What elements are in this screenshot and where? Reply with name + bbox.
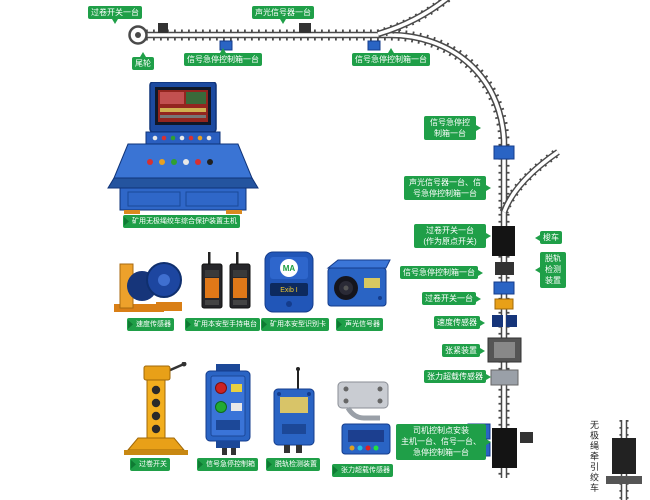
tension-sensor-controller [341,423,391,455]
ex-marking-text: Exib I [280,287,298,294]
track-label-tension-sensor: 张力超载传感器 [424,370,491,384]
console-monitor [149,82,217,133]
top-branch-track [376,0,453,39]
main-track [146,29,510,478]
handheld-radio-photo [196,250,258,316]
track-label-estop-mid: 信号急停控制箱一台 [352,47,430,67]
driver-point-main-unit [492,428,517,468]
ma-logo-icon: MA [283,264,296,273]
product-label-estop-box: 信号急停控制箱 [197,458,258,471]
tension-sensor-body [337,381,389,421]
track-label-estop-right2: 信号急停控制箱一台 [400,266,483,280]
product-label-main-console: 矿用无极绳绞车综合保护装置主机 [123,215,240,228]
main-console-photo [100,82,265,214]
signal-device-photo [320,250,396,316]
overwind-switch-symbol [158,23,168,33]
winch-side-label: 无极绳牵引绞车 [589,420,599,494]
id-card-photo: MA Exib I [260,250,318,316]
product-label-overwind-switch: 过卷开关 [130,458,170,471]
driver-point-box [520,432,533,443]
estop-box-symbol [219,40,233,51]
product-label-derail-detector: 脱轨检测装置 [266,458,320,471]
derail-detector-photo [262,366,324,456]
product-label-tension-sensor: 张力超载传感器 [332,464,393,477]
radio-right [229,252,251,309]
speed-sensor-symbol [506,315,517,327]
product-label-signal-device: 声光信号器 [336,318,383,331]
derail-detector-symbol [495,262,514,275]
right-branch-track [499,148,561,214]
track-label-estop-left: 信号急停控制箱一台 [184,47,262,67]
signal-device-symbol [299,23,311,33]
winch-base [606,476,642,484]
top-track-devices [158,23,381,51]
product-label-speed-sensor: 速度传感器 [127,318,174,331]
tension-sensor-symbol [490,369,519,386]
console-cabinet [119,187,247,214]
track-label-signal-top: 声光信号器一台 [252,6,314,25]
product-label-handheld-radio: 矿用本安型手持电台 [185,318,260,331]
track-label-overwind-origin: 过卷开关一台 (作为原点开关) [414,224,491,249]
track-label-tail-wheel: 尾轮 [132,51,154,71]
track-label-estop-right1: 信号急停控制箱一台 [424,116,481,141]
track-label-driver-point: 司机控制点安装 主机一台、信号一台、 急停控制箱一台 [396,424,491,460]
speed-sensor-photo [112,250,190,316]
estop-box-photo [198,362,258,456]
track-label-shuttle-car: 梭车 [535,231,562,245]
right-track-devices [467,145,642,484]
estop-box-symbol [493,145,515,160]
track-label-overwind-top: 过卷开关一台 [88,6,142,25]
console-button-strip [145,131,221,145]
track-label-overwind-right: 过卷开关一台 [422,292,481,306]
winch-symbol [612,438,636,474]
shuttle-car-symbol [492,226,515,256]
track-label-signal-estop-right: 声光信号器一台、信号急停控制箱一台 [404,176,491,201]
product-label-id-card: 矿用本安型识别卡 [261,318,329,331]
track-label-tensioner: 张紧装置 [442,344,485,358]
overwind-switch-photo [114,362,190,456]
track-label-speed-sensor: 速度传感器 [434,316,485,330]
overwind-switch-symbol [494,298,514,310]
tensioner-inner [494,342,515,358]
estop-box-symbol [493,281,515,295]
estop-box-symbol [367,40,381,51]
console-desk [107,143,259,189]
track-label-derail-detector: 脱轨检测装置 [535,252,566,288]
radio-left [201,252,223,309]
speed-sensor-symbol [492,315,503,327]
tail-wheel-symbol [128,25,148,45]
tension-sensor-photo [326,378,400,464]
